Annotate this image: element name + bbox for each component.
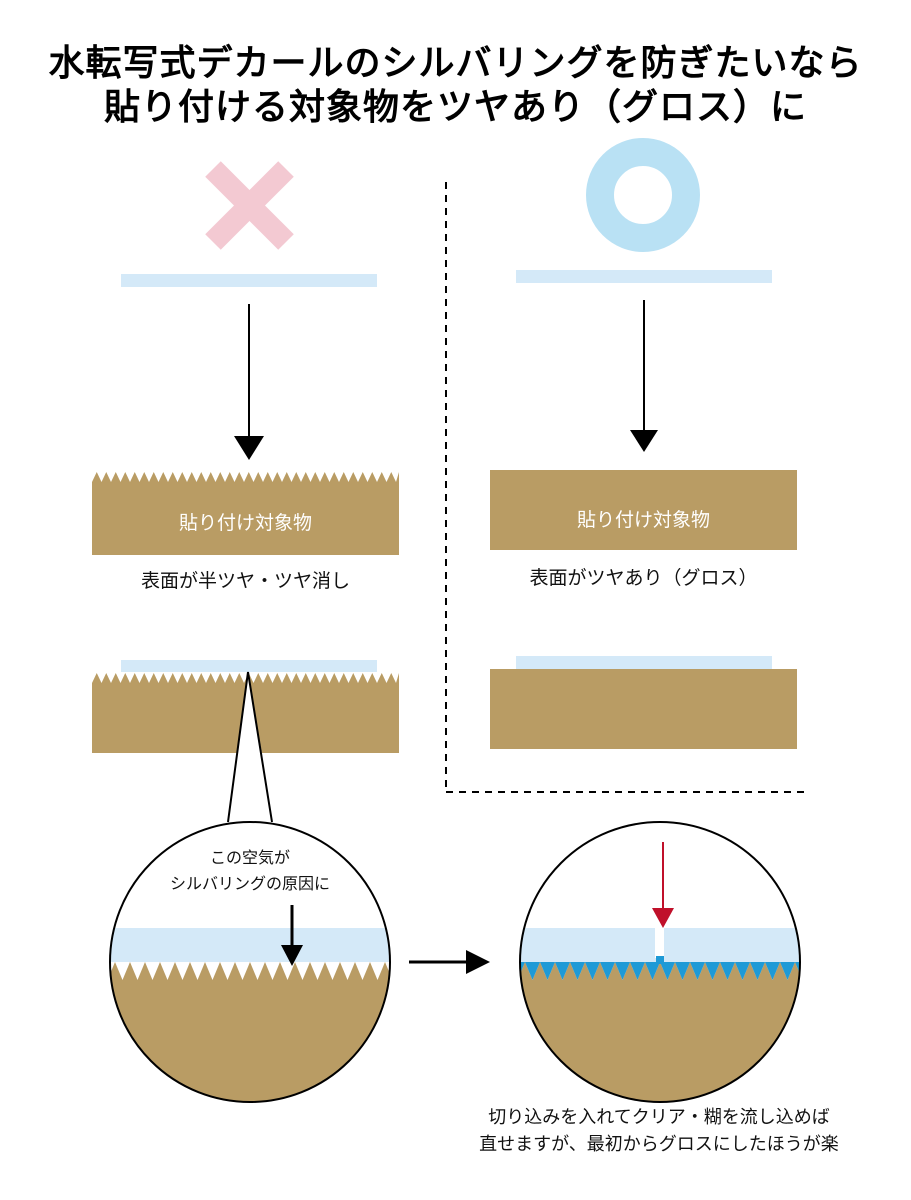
right-decal-strip-top: [516, 270, 772, 283]
right-object-applied: [490, 669, 797, 749]
bubble-text-line-1: この空気が: [209, 848, 290, 867]
left-object-rough: [92, 472, 399, 555]
right-object-label: 貼り付け対象物: [576, 509, 710, 531]
right-down-arrow: [630, 300, 658, 452]
right-decal-applied: [516, 656, 772, 669]
left-object-label: 貼り付け対象物: [178, 512, 312, 534]
cross-mark-icon: [205, 161, 294, 250]
left-down-arrow: [234, 304, 264, 460]
left-decal-applied: [121, 660, 377, 672]
right-surface-caption: 表面がツヤあり（グロス）: [529, 567, 758, 589]
left-decal-strip-top: [121, 274, 377, 287]
left-surface-caption: 表面が半ツヤ・ツヤ消し: [140, 570, 350, 592]
result-arrow: [409, 950, 490, 974]
right-object-smooth: [490, 470, 797, 550]
bubble-text-line-2: シルバリングの原因に: [169, 874, 330, 893]
title-line-2: 貼り付ける対象物をツヤあり（グロス）に: [103, 87, 807, 128]
right-magnifier: [519, 821, 801, 1103]
title-line-1: 水転写式デカールのシルバリングを防ぎたいなら: [48, 43, 863, 84]
left-magnifier: [109, 671, 391, 1103]
fix-note-line-1: 切り込みを入れてクリア・糊を流し込めば: [488, 1107, 830, 1128]
fix-note-line-2: 直せますが、最初からグロスにしたほうが楽: [479, 1134, 839, 1155]
circle-mark-icon: [586, 138, 700, 252]
